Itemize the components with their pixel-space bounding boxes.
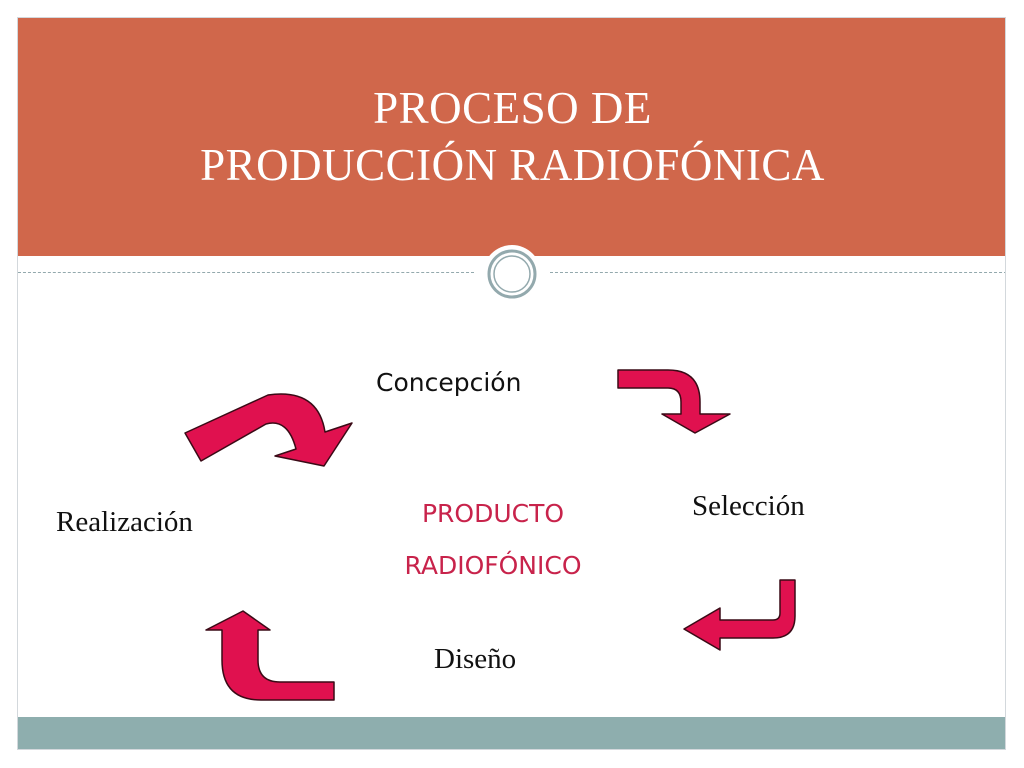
center-line-2: RADIOFÓNICO xyxy=(404,551,582,580)
slide: PROCESO DE PRODUCCIÓN RADIOFÓNICA Concep… xyxy=(17,17,1006,750)
arrow-realizacion-to-concepcion-icon xyxy=(184,393,353,467)
cycle-arrows xyxy=(184,369,796,701)
footer-band xyxy=(18,717,1005,749)
dashed-divider-right xyxy=(550,272,1005,273)
arrow-seleccion-to-diseno-icon xyxy=(683,579,796,651)
title-line-1: PROCESO DE xyxy=(373,83,652,133)
title-band: PROCESO DE PRODUCCIÓN RADIOFÓNICA xyxy=(18,18,1005,256)
stage-diseno: Diseño xyxy=(434,643,517,675)
circle-ornament-icon xyxy=(483,245,541,303)
center-line-1: PRODUCTO xyxy=(421,499,565,528)
center-product-label: PRODUCTO RADIOFÓNICO xyxy=(348,488,638,592)
stage-realizacion: Realización xyxy=(56,506,193,538)
stage-concepcion: Concepción xyxy=(376,368,522,397)
title-line-2: PRODUCCIÓN RADIOFÓNICA xyxy=(200,140,825,190)
arrow-diseno-to-realizacion-icon xyxy=(205,610,335,701)
dashed-divider-left xyxy=(18,272,474,273)
arrow-concepcion-to-seleccion-icon xyxy=(617,369,731,434)
slide-title: PROCESO DE PRODUCCIÓN RADIOFÓNICA xyxy=(18,80,1005,194)
stage-seleccion: Selección xyxy=(692,490,805,522)
